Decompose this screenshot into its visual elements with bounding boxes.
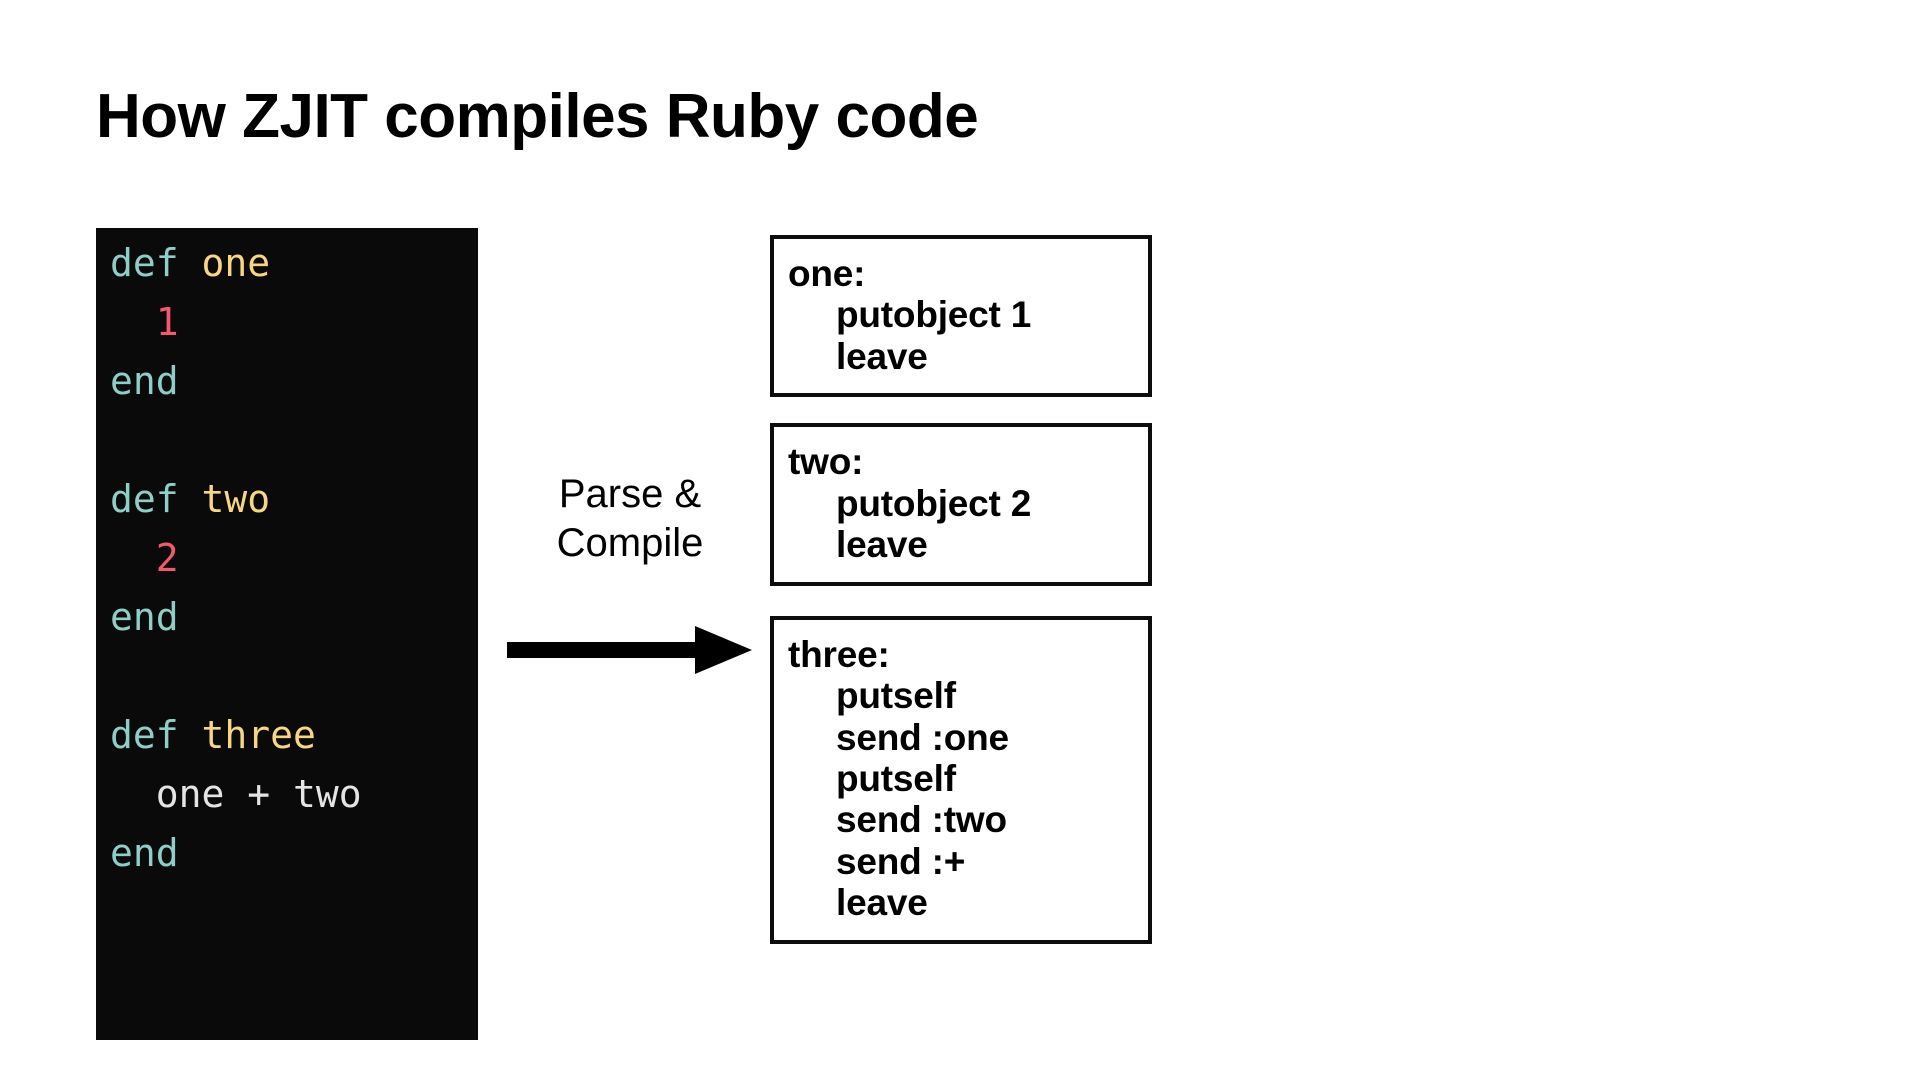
bytecode-box-two-label: two: (788, 441, 864, 483)
code-token-kw: end (110, 595, 179, 639)
code-line: def two (110, 470, 478, 529)
code-token-kw: end (110, 359, 179, 403)
code-line: end (110, 352, 478, 411)
ruby-source-code-panel: def one 1 end def two 2 end def three one … (96, 228, 478, 1040)
code-line (110, 647, 478, 706)
bytecode-instruction: putobject 2 (836, 482, 1032, 524)
code-token-num: 2 (155, 536, 179, 580)
transition-label-line-2: Compile (556, 520, 704, 565)
code-token-kw: def (110, 713, 202, 757)
code-token-plain (110, 300, 156, 344)
code-line: end (110, 588, 478, 647)
bytecode-box-two: two: putobject 2 leave (770, 423, 1152, 586)
bytecode-boxes-column: one: putobject 1 leave two: putobject 2 … (770, 235, 1152, 944)
code-token-kw: def (110, 477, 202, 521)
code-line: end (110, 824, 478, 883)
compile-transition-group: Parse & Compile (500, 470, 760, 674)
page-title: How ZJIT compiles Ruby code (96, 82, 979, 151)
bytecode-box-three: three: putself send :one putself send :t… (770, 615, 1152, 944)
code-line: one + two (110, 765, 478, 824)
code-line (110, 411, 478, 470)
code-line: def one (110, 234, 478, 293)
code-token-fn: three (201, 713, 316, 757)
code-line: def three (110, 706, 478, 765)
ruby-source-code-listing: def one 1 end def two 2 end def three one … (110, 234, 478, 883)
bytecode-box-three-label: three: (788, 633, 890, 675)
bytecode-instruction: leave (836, 882, 928, 924)
code-token-kw: end (110, 831, 179, 875)
code-line: 1 (110, 293, 478, 352)
code-token-fn: two (201, 477, 271, 521)
bytecode-instruction: send :+ (836, 840, 966, 882)
transition-label-line-1: Parse & (558, 472, 702, 516)
right-arrow-icon (507, 622, 752, 678)
bytecode-box-one: one: putobject 1 leave (770, 235, 1152, 398)
code-token-plain: one + two (110, 772, 362, 816)
code-token-fn: one (201, 241, 271, 285)
bytecode-box-one-label: one: (788, 253, 866, 294)
bytecode-instruction: putself (836, 757, 956, 799)
code-line: 2 (110, 529, 478, 588)
bytecode-instruction: leave (836, 524, 928, 566)
bytecode-instruction: send :two (836, 799, 1007, 841)
bytecode-instruction: putself (836, 675, 956, 717)
bytecode-instruction: send :one (836, 716, 1009, 758)
code-token-plain (110, 536, 156, 580)
transition-label: Parse & Compile (500, 470, 760, 568)
code-token-num: 1 (155, 300, 179, 344)
code-token-kw: def (110, 241, 202, 285)
bytecode-instruction: putobject 1 (836, 294, 1032, 336)
bytecode-instruction: leave (836, 335, 928, 377)
